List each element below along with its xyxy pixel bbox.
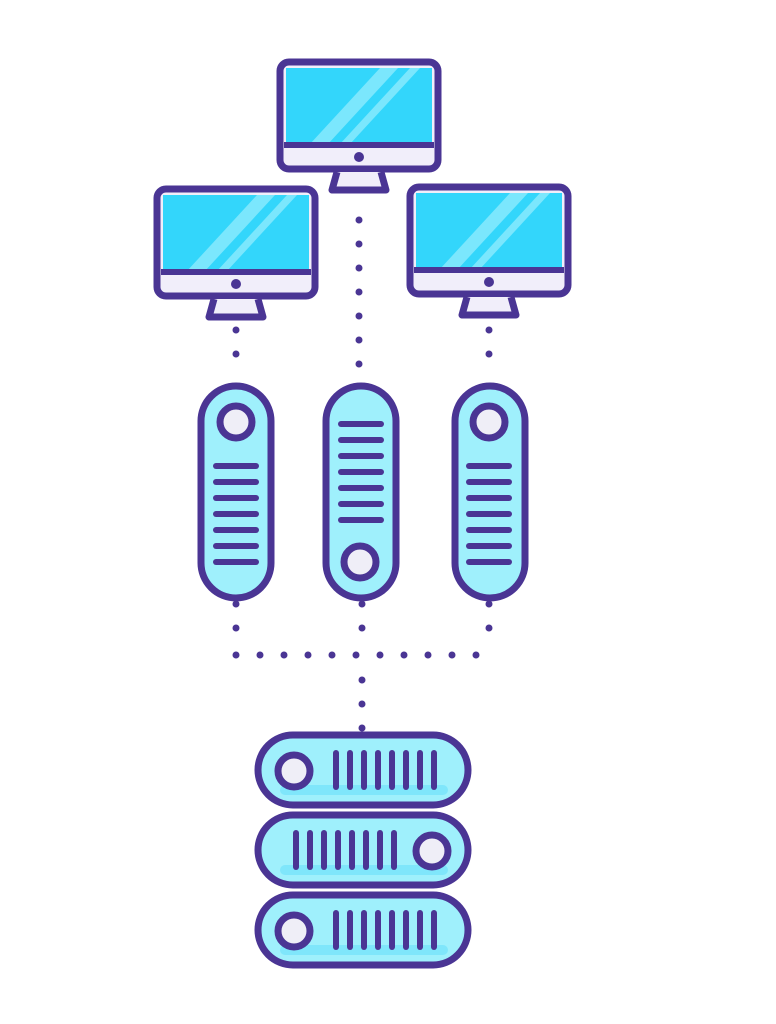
rack-unit xyxy=(254,811,472,889)
server-rack-icon xyxy=(254,731,472,969)
server-icon xyxy=(322,382,400,602)
monitor-icon xyxy=(153,185,319,321)
monitor-icon xyxy=(276,58,442,194)
connectors xyxy=(232,216,494,734)
server-icon xyxy=(197,382,275,602)
rack-unit xyxy=(254,731,472,809)
rack-unit xyxy=(254,891,472,969)
server-icon xyxy=(451,382,529,602)
monitor-icon xyxy=(406,183,572,319)
